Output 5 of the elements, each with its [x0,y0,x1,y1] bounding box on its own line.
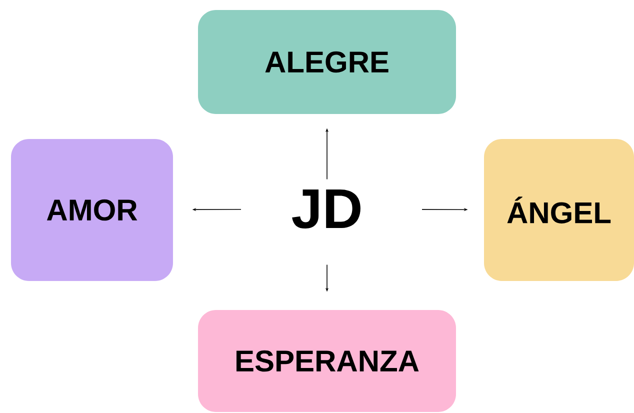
center-text: JD [292,189,360,229]
label-box: AMOR [11,139,173,281]
label-box: ALEGRE [198,10,456,114]
label-box: ÁNGEL [484,139,634,281]
label-box: ESPERANZA [198,310,456,412]
